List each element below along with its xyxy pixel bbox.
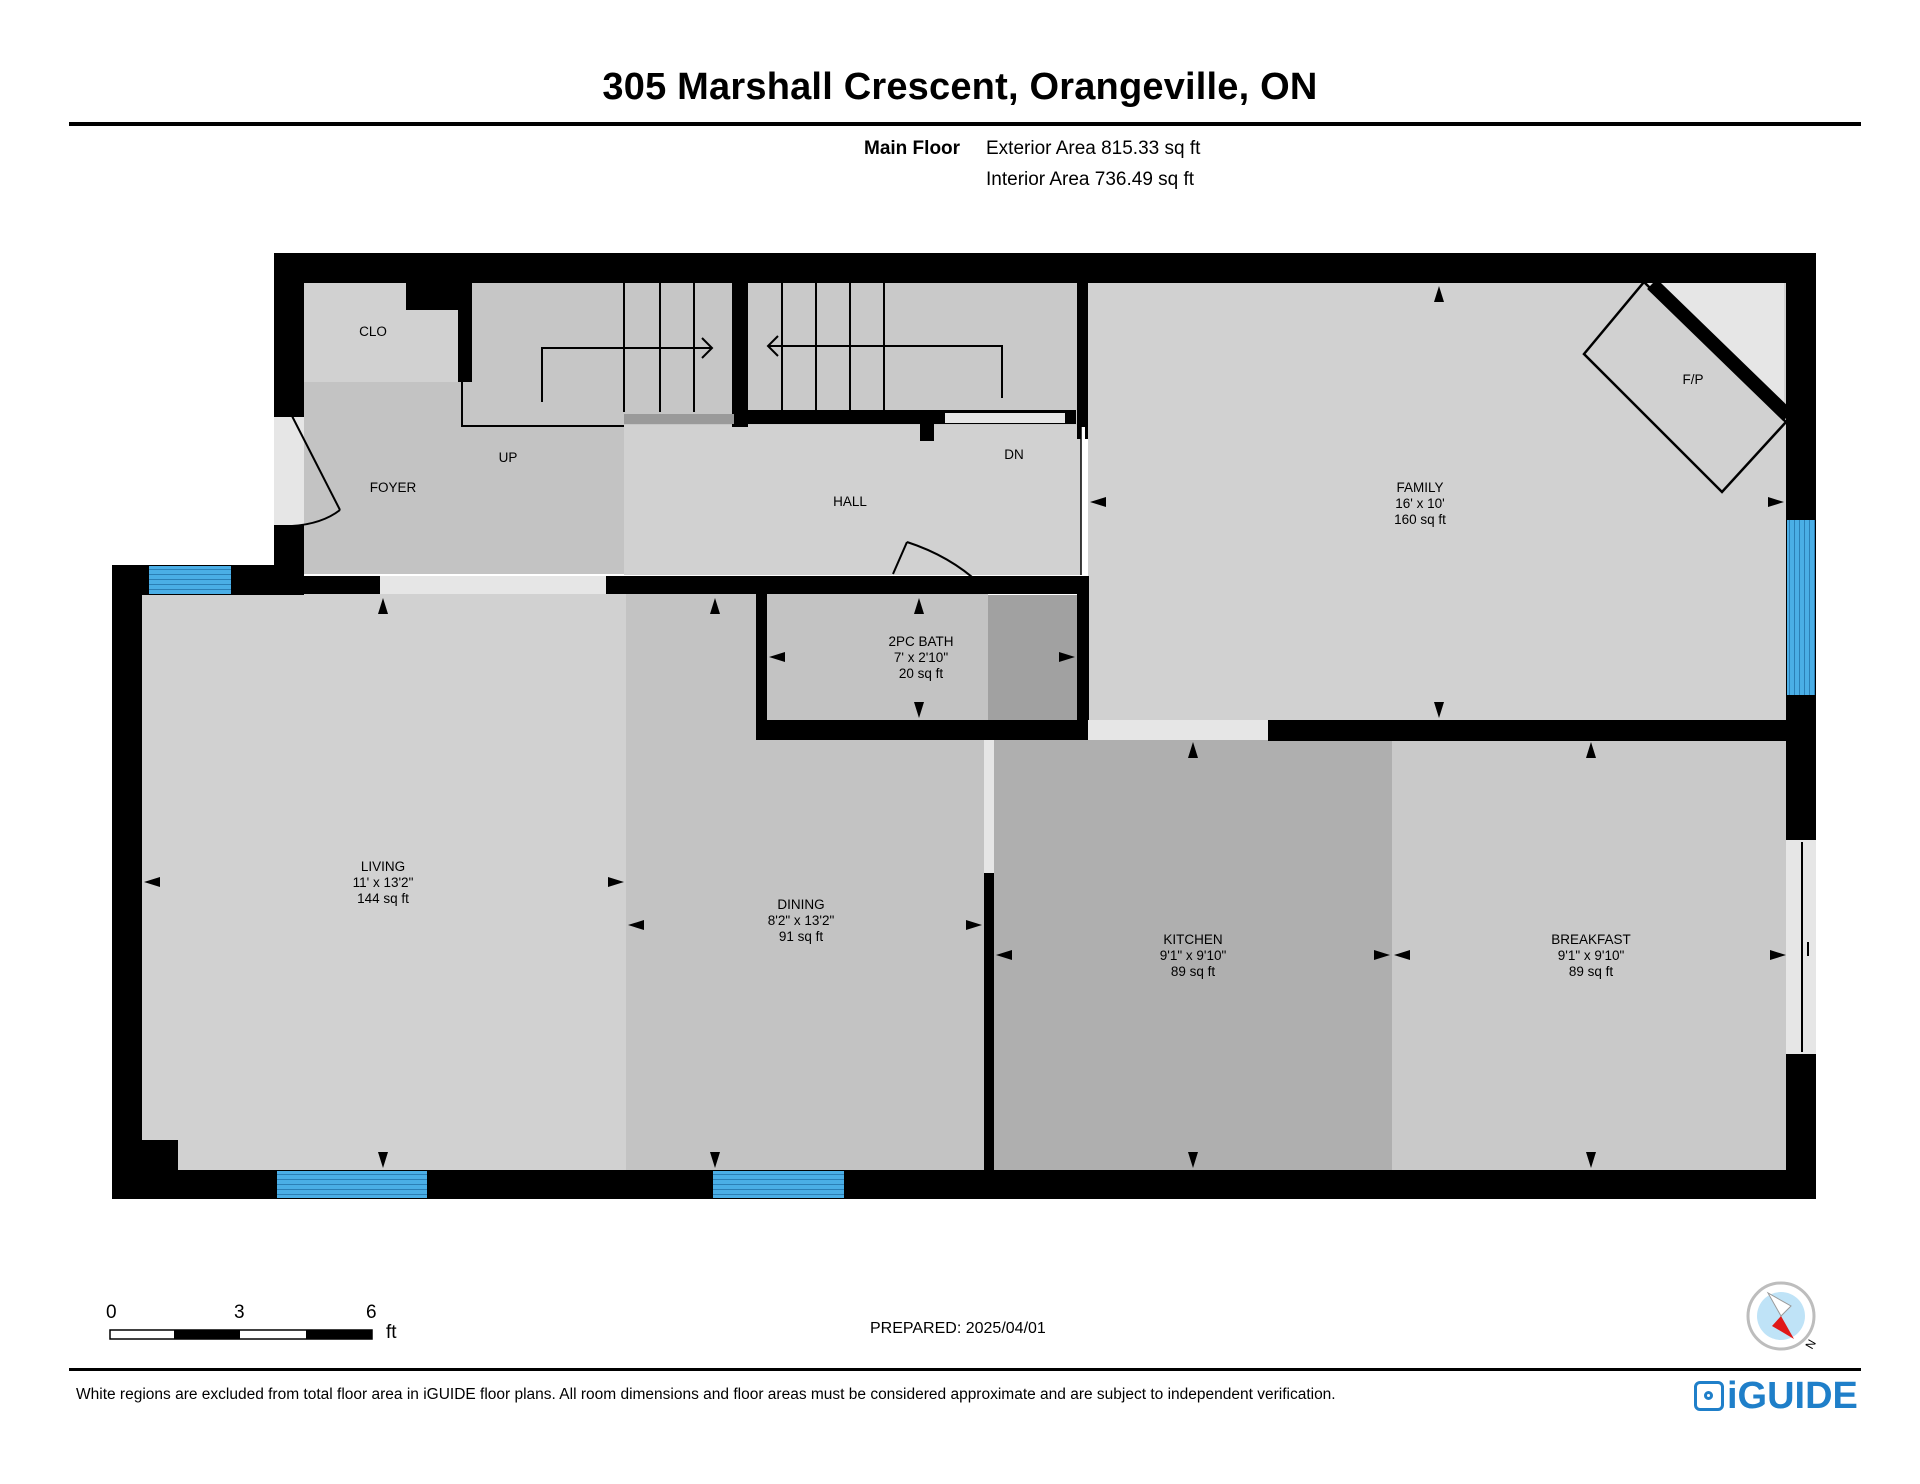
room-name-family: FAMILY — [1396, 480, 1443, 495]
hall-floor — [624, 425, 1082, 575]
room-dims-living: 11' x 13'2" — [353, 875, 414, 890]
stair-down-floor — [746, 280, 1080, 425]
breakfast-floor — [1392, 740, 1788, 1170]
room-name-breakfast: BREAKFAST — [1551, 932, 1631, 947]
room-name-clo: CLO — [359, 324, 387, 339]
camera-icon — [1694, 1381, 1724, 1411]
iguide-logo: iGUIDE — [1694, 1374, 1858, 1417]
stair-up-floor — [470, 280, 740, 425]
room-area-kitchen: 89 sq ft — [1171, 964, 1216, 979]
room-name-up: UP — [499, 450, 518, 465]
page-title: 305 Marshall Crescent, Orangeville, ON — [602, 66, 1318, 108]
footer-rule — [69, 1368, 1861, 1371]
footnote: White regions are excluded from total fl… — [76, 1386, 1336, 1403]
scale-bar — [109, 1329, 373, 1340]
room-dims-bath: 7' x 2'10" — [894, 650, 948, 665]
scale-tick-3: 3 — [234, 1302, 245, 1323]
compass-label: N — [1802, 1337, 1818, 1352]
room-labels: CLO FOYER UP HALL DN F/P FAMILY 16' x 10… — [353, 324, 1704, 979]
room-area-dining: 91 sq ft — [779, 929, 824, 944]
exterior-area: Exterior Area 815.33 sq ft — [986, 138, 1201, 159]
kitchen-floor — [994, 740, 1392, 1170]
scale-tick-6: 6 — [366, 1302, 377, 1323]
floor-name: Main Floor — [864, 138, 961, 159]
windows — [149, 520, 1815, 1198]
openings — [274, 413, 1816, 1054]
room-dims-dining: 8'2" x 13'2" — [768, 913, 835, 928]
room-name-dining: DINING — [777, 897, 824, 912]
room-name-fp: F/P — [1682, 372, 1703, 387]
dining-floor — [626, 594, 988, 1170]
staircase — [461, 280, 1003, 427]
room-name-bath: 2PC BATH — [888, 634, 953, 649]
room-area-bath: 20 sq ft — [899, 666, 944, 681]
room-name-dn: DN — [1004, 447, 1024, 462]
prepared-date: PREPARED: 2025/04/01 — [870, 1320, 1046, 1337]
room-area-living: 144 sq ft — [357, 891, 409, 906]
scale-unit: ft — [386, 1322, 397, 1343]
logo-text: iGUIDE — [1727, 1374, 1858, 1417]
room-area-family: 160 sq ft — [1394, 512, 1446, 527]
room-dims-family: 16' x 10' — [1395, 496, 1444, 511]
room-name-kitchen: KITCHEN — [1163, 932, 1222, 947]
room-dims-kitchen: 9'1" x 9'10" — [1160, 948, 1227, 963]
room-name-living: LIVING — [361, 859, 405, 874]
interior-area: Interior Area 736.49 sq ft — [986, 169, 1195, 190]
dimension-arrows — [144, 286, 1786, 1168]
compass-icon: N — [1746, 1281, 1819, 1352]
living-floor — [142, 594, 626, 1170]
room-dims-breakfast: 9'1" x 9'10" — [1558, 948, 1625, 963]
scale-tick-0: 0 — [106, 1302, 117, 1323]
doors — [291, 415, 981, 585]
fireplace — [1582, 278, 1793, 494]
room-name-hall: HALL — [833, 494, 867, 509]
room-name-foyer: FOYER — [370, 480, 417, 495]
room-area-breakfast: 89 sq ft — [1569, 964, 1614, 979]
header-rule — [69, 122, 1861, 126]
